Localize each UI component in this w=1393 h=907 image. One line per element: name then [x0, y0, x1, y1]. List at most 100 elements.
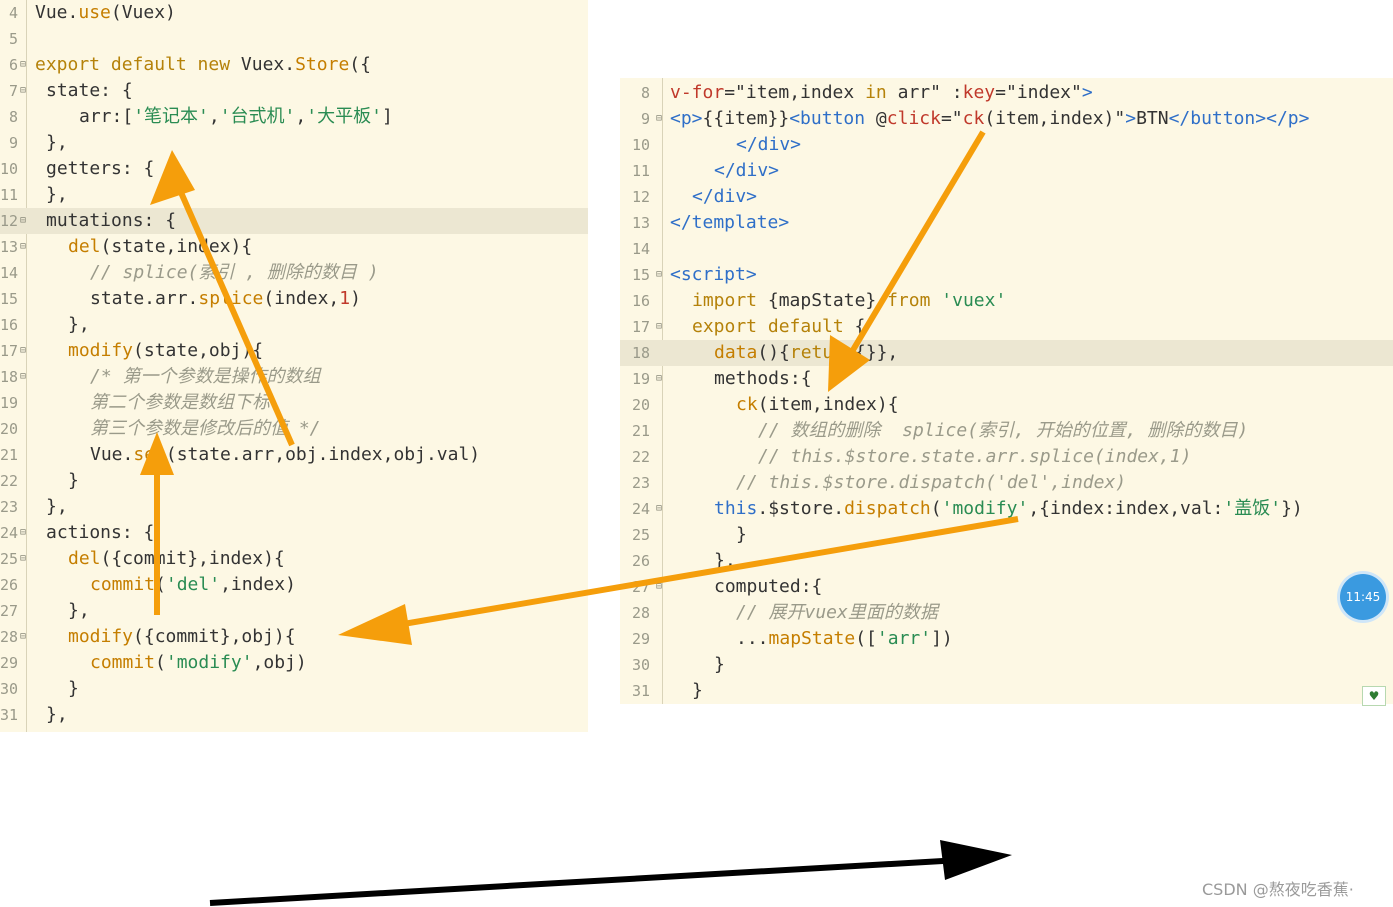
arrow-modify-to-state	[169, 170, 295, 447]
fold-toggle-icon[interactable]: ⊟	[20, 85, 27, 96]
line-number: 29	[0, 654, 19, 672]
fold-toggle-icon[interactable]: ⊟	[20, 631, 27, 642]
fold-toggle-icon[interactable]: ⊟	[20, 371, 27, 382]
line-number: 19	[631, 370, 650, 388]
line-number: 19	[0, 394, 19, 412]
code-line: 27},	[0, 598, 588, 624]
code-line: 9},	[0, 130, 588, 156]
code-text: <p>{{item}}<button @click="ck(item,index…	[670, 108, 1310, 129]
code-text: ck(item,index){	[736, 394, 899, 415]
code-line: 14// splice(索引 , 删除的数目 )	[0, 260, 588, 286]
code-text: },	[68, 600, 90, 621]
code-line: 7⊟state: {	[0, 78, 588, 104]
fold-toggle-icon[interactable]: ⊟	[20, 59, 27, 70]
line-number: 24	[631, 500, 650, 518]
black-arrow-line	[209, 857, 961, 906]
code-line: 5	[0, 26, 588, 52]
code-line: 12⊟mutations: {	[0, 208, 588, 234]
code-line: 15⊟<script>	[620, 262, 1393, 288]
code-text: // this.$store.dispatch('del',index)	[736, 472, 1127, 493]
fold-toggle-icon[interactable]: ⊟	[656, 113, 663, 124]
code-text: computed:{	[714, 576, 823, 597]
code-line: 26 commit('del',index)	[0, 572, 588, 598]
arrowhead-state	[150, 150, 195, 205]
fold-toggle-icon[interactable]: ⊟	[656, 581, 663, 592]
fold-toggle-icon[interactable]: ⊟	[656, 503, 663, 514]
code-text: mutations: {	[46, 210, 177, 231]
code-line: 30}	[0, 676, 588, 702]
code-text: this.$store.dispatch('modify',{index:ind…	[714, 498, 1303, 519]
line-number: 20	[631, 396, 650, 414]
fold-toggle-icon[interactable]: ⊟	[20, 241, 27, 252]
code-text: methods:{	[714, 368, 812, 389]
line-number: 13	[0, 238, 19, 256]
code-line: 24⊟actions: {	[0, 520, 588, 546]
fold-toggle-icon[interactable]: ⊟	[656, 269, 663, 280]
arrowhead-ck	[828, 335, 870, 392]
line-number: 8	[8, 108, 18, 126]
line-number: 8	[640, 84, 650, 102]
code-line: 22// this.$store.state.arr.splice(index,…	[620, 444, 1393, 470]
line-number: 10	[0, 160, 19, 178]
line-number: 30	[631, 656, 650, 674]
line-number: 15	[0, 290, 19, 308]
line-number: 5	[8, 30, 18, 48]
fold-toggle-icon[interactable]: ⊟	[20, 215, 27, 226]
code-text: },	[46, 184, 68, 205]
code-text: commit('del',index)	[90, 574, 296, 595]
line-number: 12	[631, 188, 650, 206]
code-text: }	[68, 470, 79, 491]
code-text: /* 第一个参数是操作的数组	[90, 366, 321, 387]
code-text: commit('modify',obj)	[90, 652, 307, 673]
code-text: </div>	[714, 160, 780, 181]
line-number: 11	[0, 186, 19, 204]
fold-toggle-icon[interactable]: ⊟	[656, 373, 663, 384]
line-number: 28	[0, 628, 19, 646]
line-number: 30	[0, 680, 19, 698]
code-text: del({commit},index){	[68, 548, 285, 569]
orange-arrows	[140, 130, 1019, 645]
code-text: modify(state,obj){	[68, 340, 264, 361]
fold-toggle-icon[interactable]: ⊟	[656, 321, 663, 332]
black-arrowhead	[940, 840, 1012, 880]
clock-badge[interactable]: 11:45	[1340, 574, 1386, 620]
line-number: 14	[631, 240, 650, 258]
line-number: 23	[0, 498, 19, 516]
line-number: 18	[0, 368, 19, 386]
arrow-click-to-ck	[847, 130, 986, 357]
line-number: 4	[8, 4, 18, 22]
line-number: 9	[640, 110, 650, 128]
code-text: <script>	[670, 264, 757, 285]
heart-badge-icon[interactable]: ♥	[1362, 686, 1386, 706]
line-number: 26	[0, 576, 19, 594]
code-line: 30}	[620, 652, 1393, 678]
code-text: },	[68, 314, 90, 335]
code-text: // 展开vuex里面的数据	[736, 602, 938, 623]
code-text: // this.$store.state.arr.splice(index,1)	[758, 446, 1192, 467]
code-line: 20 ck(item,index){	[620, 392, 1393, 418]
line-number: 26	[631, 552, 650, 570]
code-text: }	[714, 654, 725, 675]
fold-toggle-icon[interactable]: ⊟	[20, 345, 27, 356]
line-number: 28	[631, 604, 650, 622]
line-number: 20	[0, 420, 19, 438]
code-line: 6⊟export default new Vuex.Store({	[0, 52, 588, 78]
code-line: 25⊟del({commit},index){	[0, 546, 588, 572]
code-line: 31},	[0, 702, 588, 728]
gutter-divider	[662, 78, 663, 704]
line-number: 11	[631, 162, 650, 180]
line-number: 13	[631, 214, 650, 232]
fold-toggle-icon[interactable]: ⊟	[20, 527, 27, 538]
fold-toggle-icon[interactable]: ⊟	[20, 553, 27, 564]
line-number: 9	[8, 134, 18, 152]
code-line: 29...mapState(['arr'])	[620, 626, 1393, 652]
code-text: 第三个参数是修改后的值 */	[90, 418, 321, 439]
